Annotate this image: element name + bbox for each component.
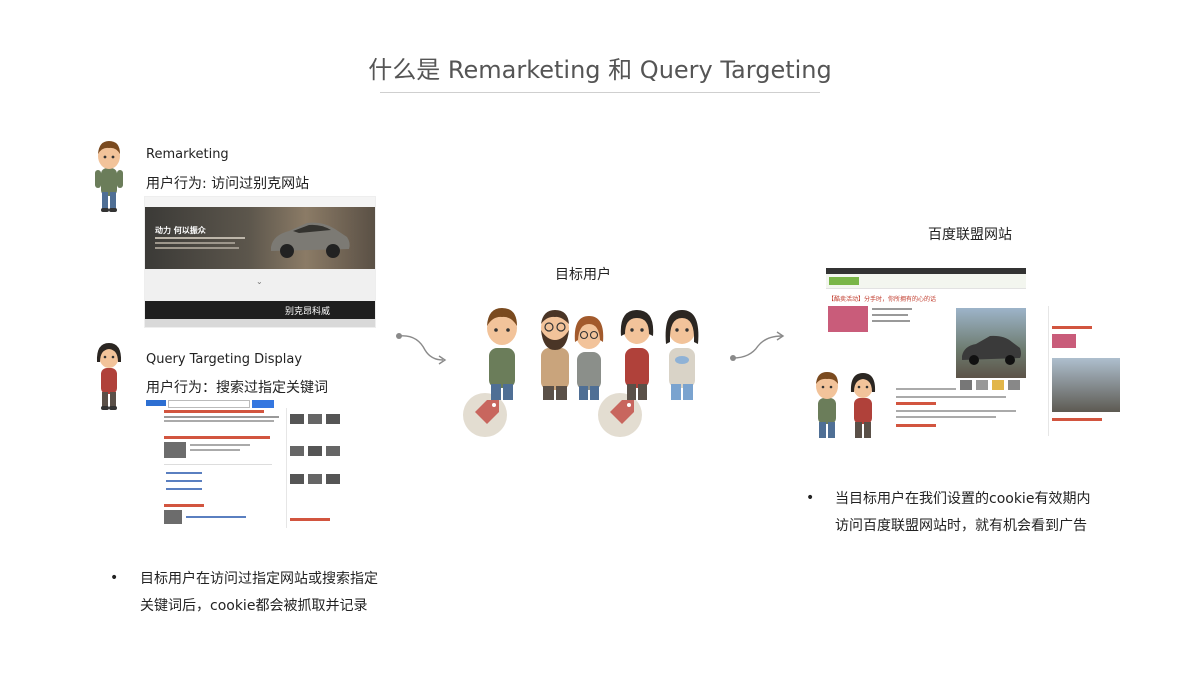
query-targeting-behavior: 用户行为：搜索过指定关键词 [146,380,328,396]
remarketing-label: Remarketing [146,147,229,162]
banner-headline: 动力 何以振众 [155,226,206,235]
suv-car-icon [271,222,350,258]
target-users-label: 目标用户 [555,267,611,283]
boy-avatar-icon [95,141,123,212]
page-title: 什么是 Remarketing 和 Query Targeting [368,56,832,84]
note-right-line-2: 访问百度联盟网站时，就有机会看到广告 [835,518,1087,534]
baidu-union-label: 百度联盟网站 [928,227,1012,243]
remarketing-behavior: 用户行为: 访问过别克网站 [146,176,310,192]
arrow-right-icon [730,331,785,361]
note-right-bullet: • [806,490,815,506]
note-left-bullet: • [110,570,119,586]
suv-car-icon [962,335,1021,365]
target-users-group-icon [463,308,699,437]
search-results-screenshot [144,398,352,530]
site-content-area: ⌄ [145,269,375,301]
buick-website-screenshot: 动力 何以振众 ⌄ 别克昂科威 [144,196,376,328]
users-pair-icon [816,372,876,438]
note-left-line-1: 目标用户在访问过指定网站或搜索指定 [140,571,378,587]
note-right-line-1: 当目标用户在我们设置的cookie有效期内 [835,491,1091,507]
note-right: 当目标用户在我们设置的cookie有效期内 访问百度联盟网站时，就有机会看到广告 [835,486,1090,540]
note-left-line-2: 关键词后，cookie都会被抓取并记录 [140,598,368,614]
girl-avatar-icon [96,343,122,410]
chevron-down-icon: ⌄ [256,277,263,286]
query-targeting-label: Query Targeting Display [146,352,303,367]
title-divider [380,92,820,93]
baidu-union-site-screenshot: 【酷卖活动】分手时，你所拥有的心的话 [826,268,1124,438]
note-left: 目标用户在访问过指定网站或搜索指定 关键词后，cookie都会被抓取并记录 [140,566,378,620]
site-heading: 【酷卖活动】分手时，你所拥有的心的话 [828,296,937,303]
site-hero-banner: 动力 何以振众 [145,207,375,269]
site-footer-banner: 别克昂科威 [145,301,375,319]
arrow-right-icon [396,333,447,365]
footer-banner-text: 别克昂科威 [285,307,331,317]
